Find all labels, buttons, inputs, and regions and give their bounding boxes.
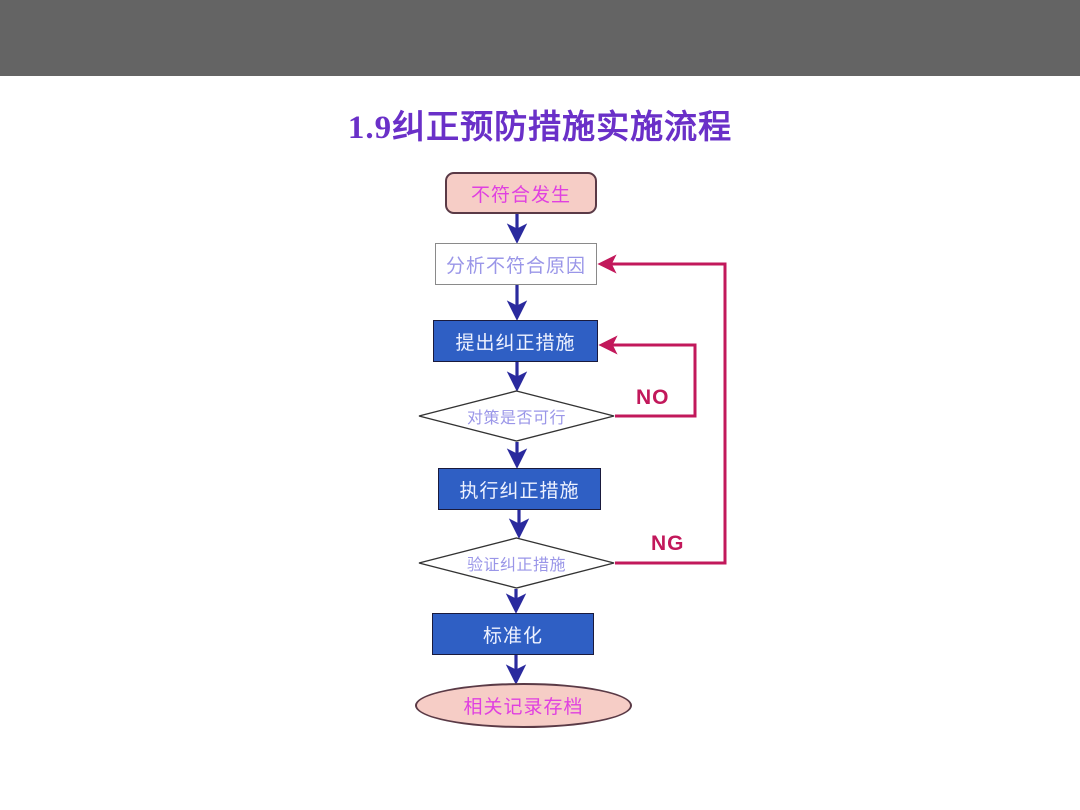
node-start-nonconformity[interactable]: 不符合发生 xyxy=(445,172,597,214)
node-analyze-cause[interactable]: 分析不符合原因 xyxy=(435,243,597,285)
edge-label-no: NO xyxy=(636,386,670,409)
edge-loop-no xyxy=(598,335,697,418)
diamond-shape-icon xyxy=(418,537,615,589)
top-banner-bar xyxy=(0,0,1080,76)
node-propose-corrective-action[interactable]: 提出纠正措施 xyxy=(433,320,598,362)
diamond-shape-icon xyxy=(418,390,615,442)
node-decision-feasible[interactable]: 对策是否可行 xyxy=(418,390,615,442)
node-decision-feasible-label: 对策是否可行 xyxy=(466,410,566,427)
node-archive-records[interactable]: 相关记录存档 xyxy=(415,683,632,728)
node-standardize[interactable]: 标准化 xyxy=(432,613,594,655)
edge-loop-ng xyxy=(597,254,727,565)
edge-label-ng: NG xyxy=(651,532,685,555)
page-title: 1.9纠正预防措施实施流程 xyxy=(347,110,733,146)
node-decision-verify[interactable]: 验证纠正措施 xyxy=(418,537,615,589)
node-execute-corrective-action[interactable]: 执行纠正措施 xyxy=(438,468,601,510)
node-decision-verify-label: 验证纠正措施 xyxy=(466,557,566,574)
